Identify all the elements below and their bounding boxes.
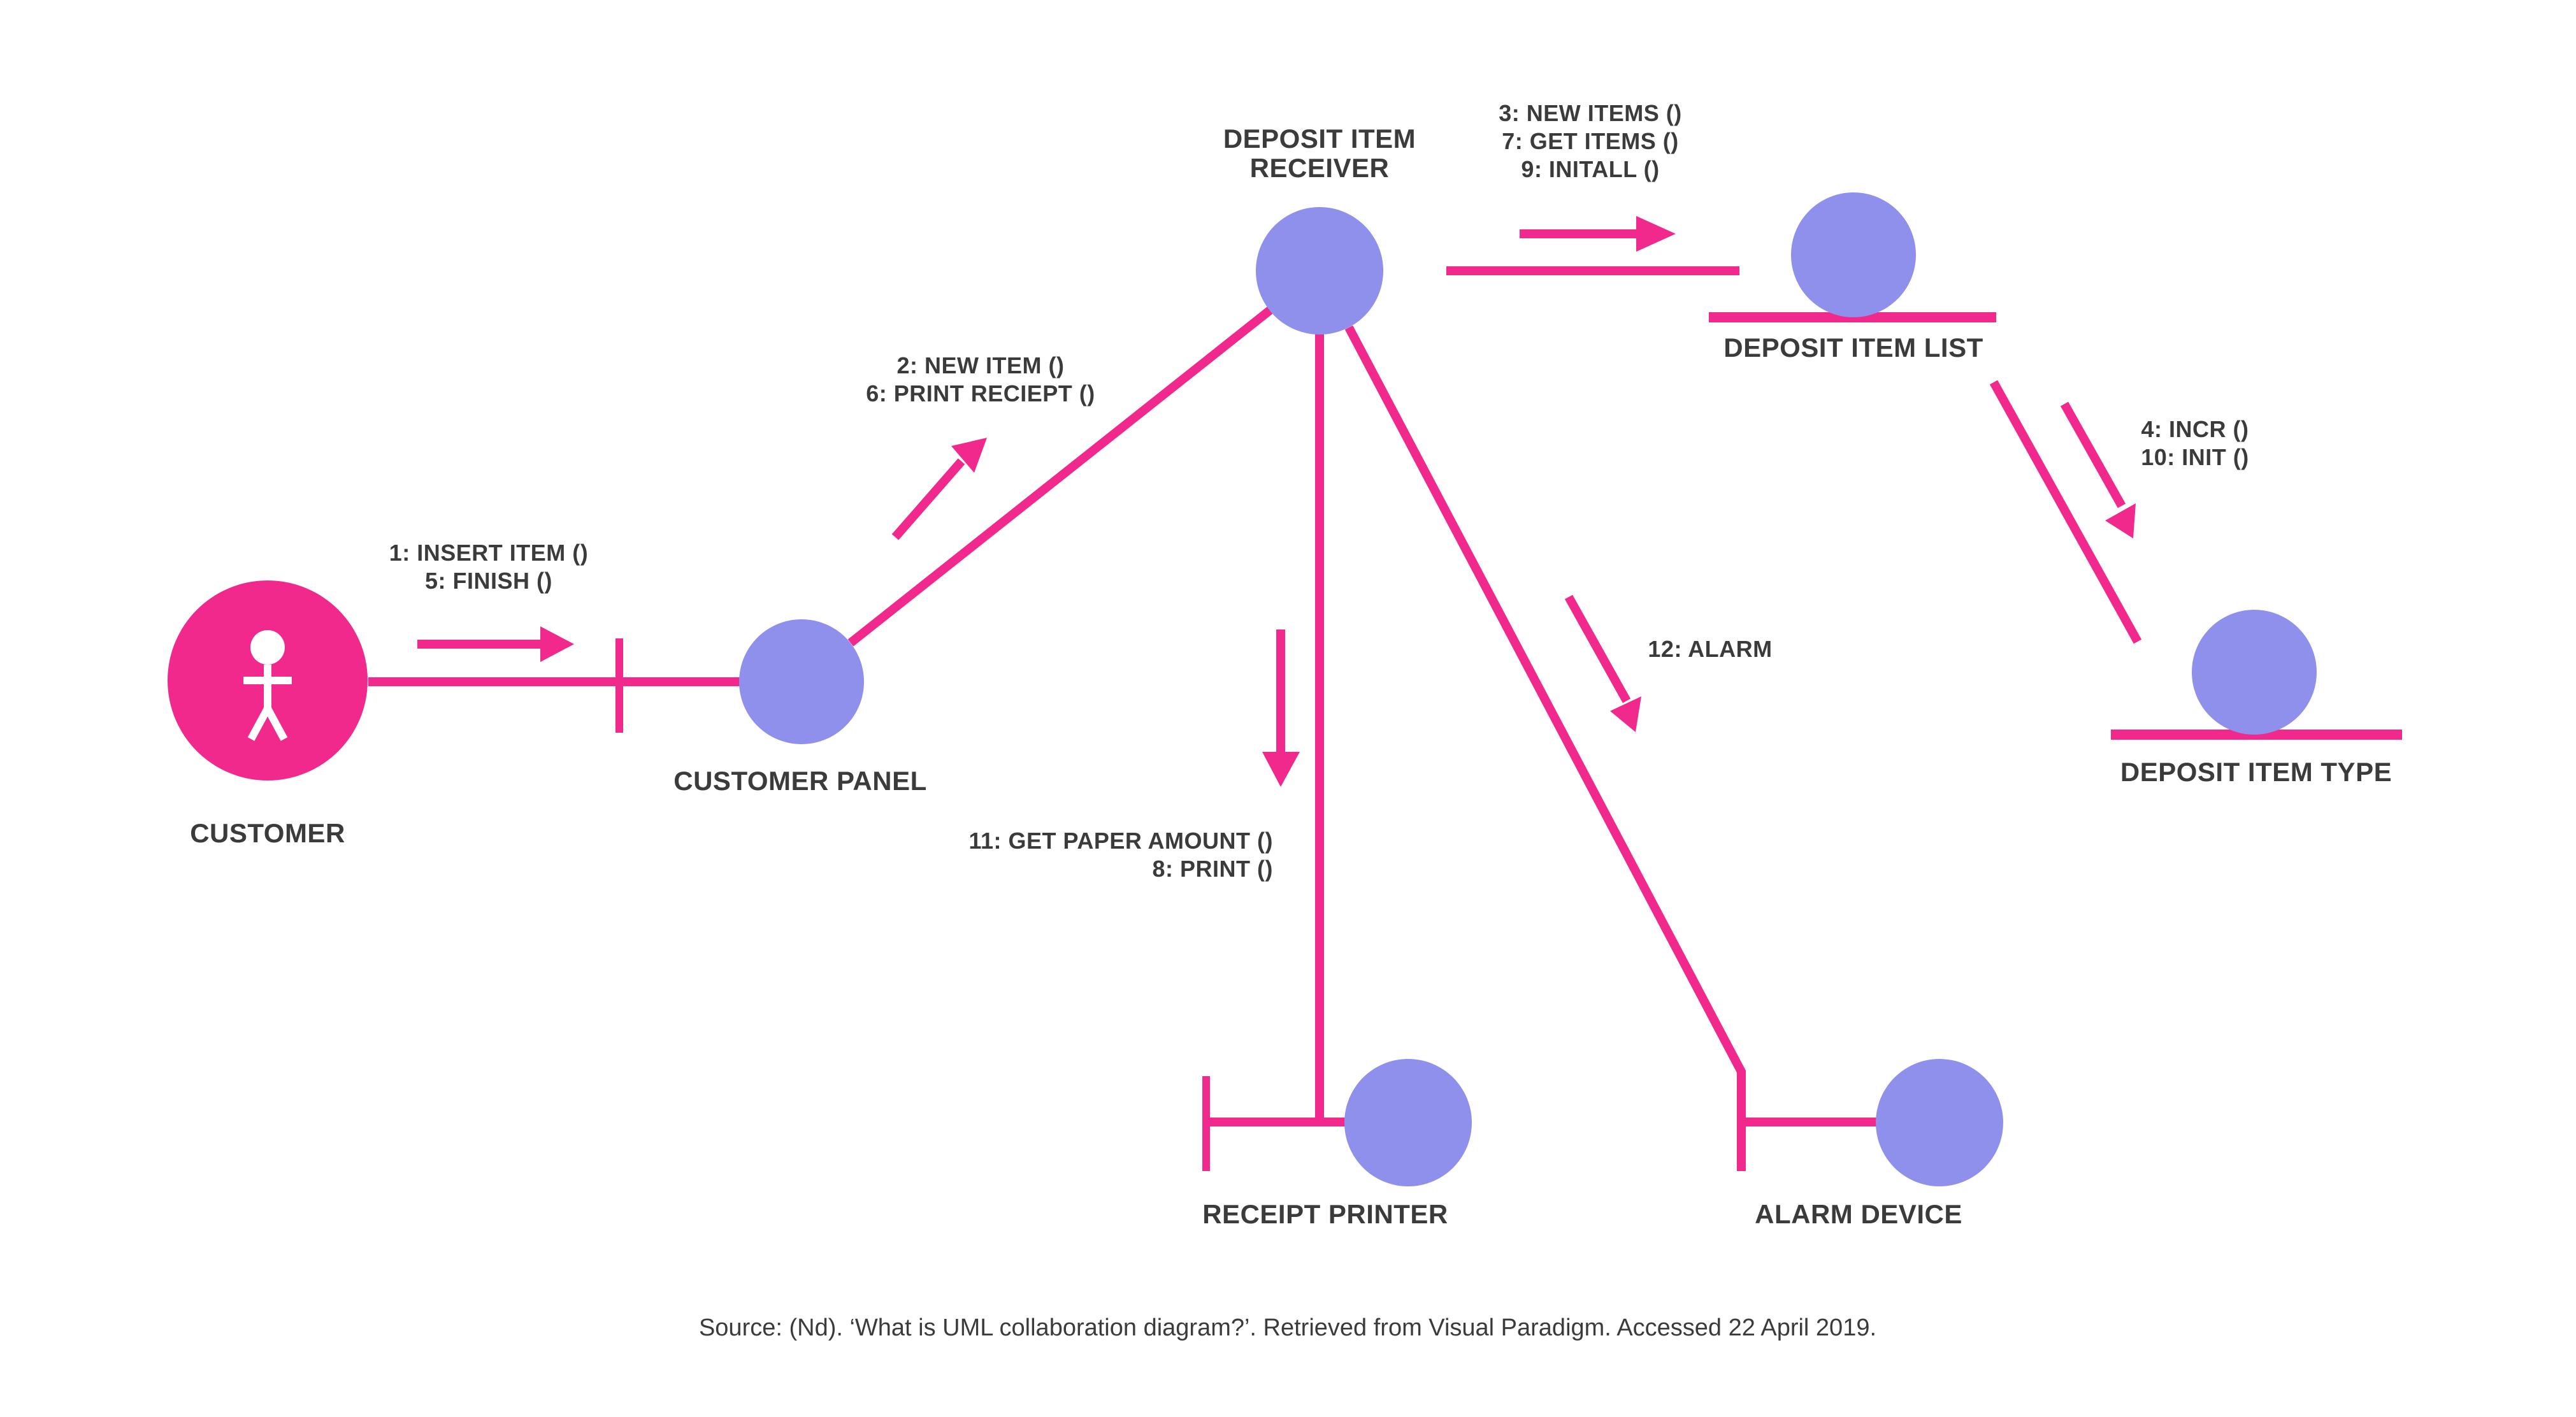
deposit-item-receiver-node — [1256, 207, 1383, 334]
message-arrow-get-paper — [1262, 629, 1300, 787]
link-panel-to-receiver — [847, 306, 1273, 647]
customer-label: CUSTOMER — [190, 818, 345, 848]
arrow-head-right-icon — [540, 626, 574, 662]
arrow-shaft — [2060, 401, 2126, 508]
message-arrow-insert-item — [417, 626, 574, 662]
message-incr-init-line1: 4: INCR () — [2141, 416, 2249, 442]
message-get-paper-line1: 11: GET PAPER AMOUNT () — [968, 828, 1273, 854]
alarm-device-label: ALARM DEVICE — [1755, 1199, 1962, 1229]
message-incr-init-line2: 10: INIT () — [2141, 444, 2249, 470]
customer-panel-label: CUSTOMER PANEL — [673, 766, 926, 796]
source-citation: Source: (Nd). ‘What is UML collaboration… — [699, 1314, 1876, 1341]
message-new-items-line3: 9: INITALL () — [1521, 156, 1659, 182]
actor-leg-right — [264, 707, 288, 741]
actor-head — [250, 630, 285, 665]
message-insert-item-line1: 1: INSERT ITEM () — [389, 540, 589, 566]
message-new-items-line2: 7: GET ITEMS () — [1502, 128, 1679, 154]
message-new-item-line2: 6: PRINT RECIEPT () — [866, 380, 1095, 406]
message-arrow-alarm — [1564, 594, 1641, 732]
deposit-item-list-label: DEPOSIT ITEM LIST — [1723, 333, 1983, 363]
arrow-head-down-icon — [2105, 503, 2136, 538]
message-new-items-line1: 3: NEW ITEMS () — [1499, 100, 1681, 126]
customer-panel-node — [739, 619, 864, 744]
arrow-shaft — [891, 458, 965, 540]
customer-actor — [168, 580, 368, 780]
arrow-shaft — [1564, 594, 1631, 703]
arrow-head-down-icon — [1262, 752, 1300, 787]
link-receiver-to-alarm — [1344, 325, 1746, 1171]
actor-leg-left — [247, 707, 271, 741]
actor-icon — [243, 630, 292, 741]
arrow-head-down-icon — [1610, 696, 1641, 732]
deposit-item-receiver-label-line1: DEPOSIT ITEM — [1223, 124, 1416, 154]
link-list-to-type — [1989, 380, 2142, 644]
message-insert-item-line2: 5: FINISH () — [425, 568, 552, 594]
message-alarm-line1: 12: ALARM — [1648, 636, 1772, 662]
message-arrow-new-item — [891, 438, 987, 540]
message-get-paper-line2: 8: PRINT () — [1153, 856, 1274, 882]
receipt-printer-label: RECEIPT PRINTER — [1202, 1199, 1448, 1229]
alarm-device-node — [1876, 1059, 2003, 1186]
message-new-item-line1: 2: NEW ITEM () — [897, 352, 1065, 378]
message-arrow-incr-init — [2060, 401, 2136, 538]
receipt-printer-node — [1344, 1059, 1472, 1186]
deposit-item-type-label: DEPOSIT ITEM TYPE — [2120, 757, 2392, 787]
arrow-head-right-icon — [1636, 216, 1676, 252]
deposit-item-list-node — [1791, 192, 1916, 317]
arrow-head-up-right-icon — [951, 438, 987, 473]
deposit-item-receiver-label-line2: RECEIVER — [1250, 153, 1390, 183]
message-arrow-new-items — [1520, 216, 1676, 252]
deposit-item-type-node — [2192, 610, 2317, 735]
